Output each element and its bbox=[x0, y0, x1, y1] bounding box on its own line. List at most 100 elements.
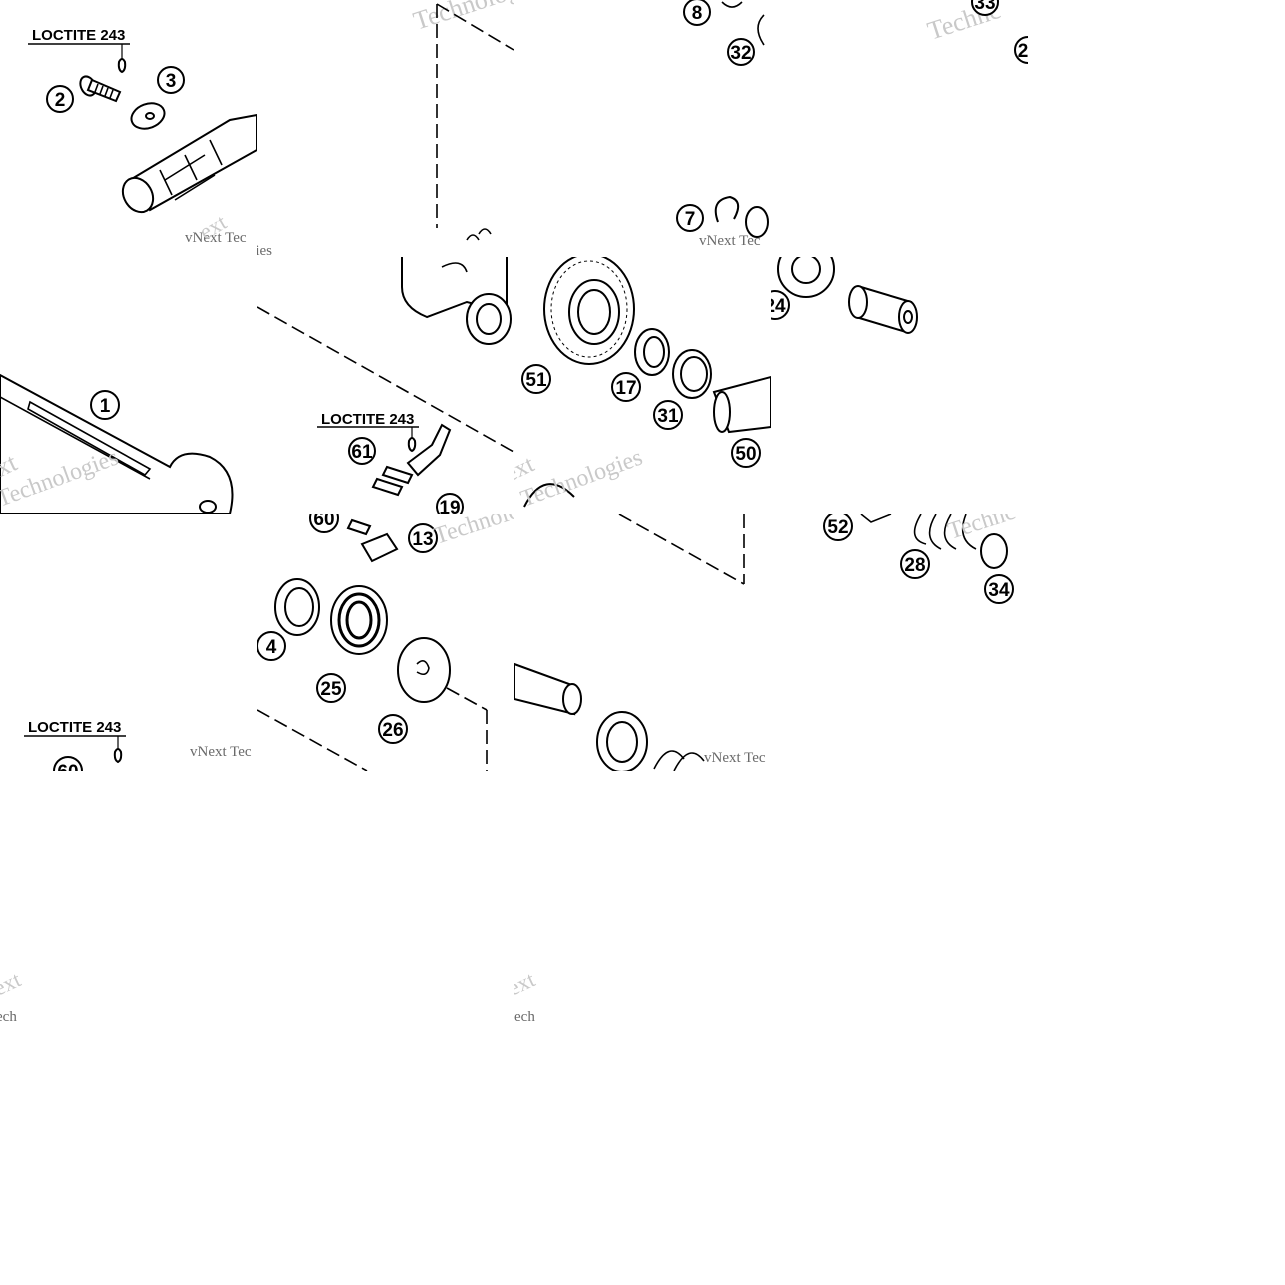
tile-row3-right-svg: vNext Tec bbox=[514, 514, 766, 771]
svg-text:13: 13 bbox=[412, 529, 433, 550]
svg-text:4: 4 bbox=[266, 637, 277, 658]
tile-top-right: 8 32 7 vNext Tec bbox=[514, 0, 771, 257]
svg-text:26: 26 bbox=[382, 720, 403, 741]
watermark-vnext-3: vNext Tec bbox=[190, 744, 252, 760]
washer-34 bbox=[980, 533, 1008, 569]
watermark-ext-3: ext bbox=[0, 967, 24, 1001]
tile-top-middle-svg: Technologies chnologies bbox=[257, 0, 514, 257]
tile-row3-left: LOCTITE 243 60 vNext Tec bbox=[0, 514, 257, 771]
svg-text:31: 31 bbox=[657, 406, 679, 427]
svg-text:60: 60 bbox=[57, 762, 78, 771]
svg-text:34: 34 bbox=[988, 580, 1010, 601]
tile-row3-middle: 60 13 Technologies 4 25 bbox=[257, 514, 514, 771]
tile-row3-far-right: 52 28 34 Technc bbox=[771, 514, 1028, 771]
tile-row3-far-right-svg: 52 28 34 Technc bbox=[823, 514, 1019, 604]
callout-28: 28 bbox=[900, 549, 930, 579]
tile-row3-left-svg: LOCTITE 243 60 vNext Tec bbox=[24, 719, 252, 771]
tile-top-far-right-svg: Technc 33 2 bbox=[924, 0, 1028, 64]
tile-top-left-svg: LOCTITE 243 2 3 vNext Tec ex bbox=[28, 27, 257, 246]
tile-middle-right: 51 17 31 50 Technologies bbox=[514, 257, 771, 514]
watermark-vnext-2: vNext Tec bbox=[699, 233, 761, 249]
tile-top-left: LOCTITE 243 2 3 vNext Tec ex bbox=[0, 0, 257, 257]
svg-text:17: 17 bbox=[615, 378, 636, 399]
loctite-label-3: LOCTITE 243 bbox=[28, 719, 121, 736]
washer-26 bbox=[397, 637, 451, 703]
tile-row3-right: vNext Tec bbox=[514, 514, 771, 771]
callout-8: 8 bbox=[683, 0, 711, 26]
svg-text:7: 7 bbox=[685, 209, 696, 230]
svg-text:52: 52 bbox=[827, 517, 848, 538]
callout-26: 26 bbox=[378, 714, 408, 744]
watermark-ech: ech bbox=[0, 1009, 17, 1025]
tile-center-svg: LOCTITE 243 61 19 bbox=[257, 257, 514, 514]
watermark-ech-2: ech bbox=[514, 1009, 535, 1025]
callout-1: 1 bbox=[90, 390, 120, 420]
callout-24: 24 bbox=[771, 290, 790, 320]
callout-60a: 60 bbox=[309, 514, 339, 533]
watermark-technc-2: Technc bbox=[945, 514, 1019, 545]
tile-middle-left-svg: 1 ext Technologies bbox=[0, 373, 234, 514]
callout-50: 50 bbox=[731, 438, 761, 468]
callout-19: 19 bbox=[436, 493, 464, 514]
callout-52: 52 bbox=[823, 514, 853, 541]
callout-2: 2 bbox=[46, 85, 74, 113]
watermark-ext-4: ext bbox=[514, 967, 538, 1001]
watermark-vnext-4: vNext Tec bbox=[704, 750, 766, 766]
tile-center: LOCTITE 243 61 19 bbox=[257, 257, 514, 514]
svg-text:61: 61 bbox=[351, 442, 373, 463]
loctite-label: LOCTITE 243 bbox=[32, 27, 125, 44]
tile-row4-right-svg: ext ech bbox=[514, 967, 538, 1025]
callout-2b: 2 bbox=[1014, 36, 1028, 64]
tile-top-right-svg: 8 32 7 vNext Tec bbox=[676, 0, 769, 249]
callout-34: 34 bbox=[984, 574, 1014, 604]
callout-60b: 60 bbox=[53, 756, 83, 771]
tile-far-right-middle-svg: 24 bbox=[771, 257, 918, 334]
callout-13: 13 bbox=[408, 523, 438, 553]
callout-17: 17 bbox=[611, 372, 641, 402]
tile-top-far-right: Technc 33 2 bbox=[771, 0, 1028, 257]
drop-icon-3 bbox=[113, 748, 123, 764]
svg-text:19: 19 bbox=[439, 498, 460, 514]
callout-32: 32 bbox=[727, 38, 755, 66]
tile-row4-right: ext ech bbox=[514, 771, 771, 1028]
tile-middle-right-svg: 51 17 31 50 Technologies bbox=[514, 257, 771, 513]
watermark-technologies-2: Technologies bbox=[410, 0, 514, 36]
watermark-technologies-5: Technologies bbox=[431, 514, 514, 550]
tile-far-right-middle: 24 bbox=[771, 257, 1028, 514]
tile-top-middle: Technologies chnologies bbox=[257, 0, 514, 257]
svg-text:3: 3 bbox=[166, 71, 177, 92]
drop-icon bbox=[117, 58, 127, 74]
svg-text:51: 51 bbox=[525, 370, 547, 391]
svg-text:32: 32 bbox=[730, 43, 751, 64]
bracket-13 bbox=[360, 532, 399, 563]
svg-text:60: 60 bbox=[313, 514, 334, 530]
loctite-label-2: LOCTITE 243 bbox=[321, 411, 414, 428]
callout-3: 3 bbox=[157, 66, 185, 94]
tile-row3-middle-svg: 60 13 Technologies 4 25 bbox=[257, 514, 514, 771]
svg-text:8: 8 bbox=[692, 3, 703, 24]
svg-text:50: 50 bbox=[735, 444, 756, 465]
tile-row4-left-svg: ext ech bbox=[0, 967, 24, 1025]
svg-text:24: 24 bbox=[771, 296, 786, 317]
callout-51: 51 bbox=[521, 364, 551, 394]
ratchet-stop bbox=[406, 423, 452, 477]
callout-7: 7 bbox=[676, 204, 704, 232]
kickstart-lever bbox=[0, 373, 234, 514]
svg-text:2: 2 bbox=[55, 90, 66, 111]
tile-middle-left: 1 ext Technologies bbox=[0, 257, 257, 514]
spring-28 bbox=[913, 514, 977, 550]
svg-text:2: 2 bbox=[1018, 41, 1028, 62]
watermark-chnologies: chnologies bbox=[257, 243, 272, 257]
svg-text:25: 25 bbox=[320, 679, 342, 700]
watermark-vnext: vNext Tec bbox=[185, 230, 247, 246]
tile-row4-left: ext ech bbox=[0, 771, 257, 1028]
svg-text:28: 28 bbox=[904, 555, 925, 576]
svg-text:33: 33 bbox=[974, 0, 995, 14]
callout-61: 61 bbox=[348, 437, 376, 465]
callout-31: 31 bbox=[653, 400, 683, 430]
circlip bbox=[714, 195, 740, 223]
drop-icon-2 bbox=[407, 437, 417, 453]
callout-25: 25 bbox=[316, 673, 346, 703]
svg-text:1: 1 bbox=[100, 396, 111, 417]
